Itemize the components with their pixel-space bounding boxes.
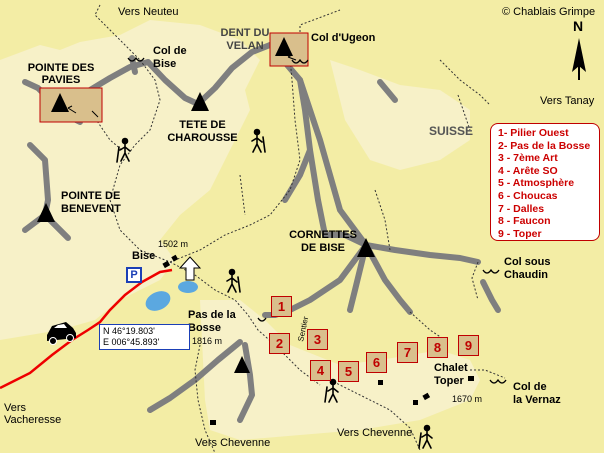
chalet-chevenne-icon [210,420,216,425]
place-bise: Bise [132,250,156,262]
col-vernaz-1: Col de [513,381,547,393]
legend-item: 7 - Dalles [498,202,545,215]
peak-benevent-2: BENEVENT [61,203,121,215]
summit-small-icon [234,356,250,373]
col-bise-1: Col de [153,45,187,57]
peak-velan-1: DENT DU [220,27,270,39]
route-9-marker: 9 [458,335,479,356]
legend-item: 6 - Choucas [498,189,558,202]
place-chalet-2: Toper [434,375,464,387]
route-2-marker: 2 [269,333,290,354]
legend-item: 3 - 7ème Art [498,152,558,165]
legend-item: 2- Pas de la Bosse [498,139,591,152]
trails [94,4,506,453]
legend-item: 1- Pilier Ouest [498,127,569,139]
road [0,268,173,390]
country-label: SUISSE [429,124,474,138]
route-5-marker: 5 [338,361,359,382]
route-6-marker: 6 [366,352,387,373]
hiker-icon [324,378,339,403]
peak-cornettes-1: CORNETTES [289,229,357,241]
place-bise-alt: 1502 m [158,239,189,249]
summit-pavies-icon [51,93,69,112]
peak-charousse-2: CHAROUSSE [167,132,238,144]
summit-markers [37,37,375,373]
summit-benevent-icon [37,203,55,222]
col-ugeon: Col d'Ugeon [311,32,376,44]
legend-item: 4 - Arête SO [498,164,558,177]
col-chaudin-2: Chaudin [504,269,548,281]
summit-velan-icon [275,37,293,56]
dir-neuteu: Vers Neuteu [118,6,179,18]
route-1-marker: 1 [271,296,292,317]
north-label: N [573,18,584,34]
hiker-icon [226,268,241,293]
peak-pavies-2: PAVIES [41,74,81,86]
car-icon [47,322,76,345]
chalet-toper2-icon [413,400,418,405]
pas-bosse-icon [257,317,267,322]
peak-charousse-1: TETE DE [179,119,226,131]
lake-small [178,281,198,293]
buildings [162,254,474,425]
dir-vacheresse-1: Vers [4,402,27,414]
col-ugeon-icon [291,58,309,64]
chalet-vernaz-icon [468,376,474,381]
place-chalet-1: Chalet [434,362,468,374]
route-legend: 1- Pilier Ouest 2- Pas de la Bosse 3 - 7… [490,123,600,241]
peak-benevent-1: POINTE DE [61,190,121,202]
col-markers [127,56,507,384]
pas-bosse-1: Pas de la [188,309,236,321]
parking-sign: P [126,267,142,283]
col-chaudin-1: Col sous [504,256,551,268]
peak-velan-2: VELAN [226,40,264,52]
gps-east: E 006°45.893' [103,337,160,347]
sector-pavies [39,87,103,123]
col-bise-icon [127,56,145,62]
hiker-icon [116,137,131,163]
col-vernaz-icon [489,378,507,384]
summit-charousse-icon [191,92,209,111]
legend-item: 5 - Atmosphère [498,177,575,190]
ridges [22,42,501,423]
hiker-icon [418,424,433,449]
chalet-route-icon [378,380,383,385]
col-vernaz-2: la Vernaz [513,394,561,406]
col-chaudin-icon [482,268,500,274]
pas-bosse-alt: 1816 m [192,336,223,346]
route-8-marker: 8 [427,337,448,358]
summit-cornettes-icon [357,238,375,257]
dir-vacheresse-2: Vacheresse [4,414,62,426]
pas-bosse-2: Bosse [188,322,222,334]
route-3-marker: 3 [307,329,328,350]
approach-arrows [67,54,297,118]
place-chalet-alt: 1670 m [452,394,483,404]
peak-pavies-1: POINTE DES [27,62,95,74]
approach-arrow-icon [178,256,202,281]
hikers [116,128,433,449]
chalet-toper-icon [422,392,431,401]
gps-north: N 46°19.803' [103,326,155,336]
lake-large [145,291,171,311]
gps-coordinates: N 46°19.803' E 006°45.893' [99,324,190,350]
legend-item: 8 - Faucon [498,215,551,228]
dir-tanay: Vers Tanay [540,95,595,107]
dir-chevenne-left: Vers Chevenne [195,437,271,449]
chalet-bise2-icon [171,254,179,262]
dir-chevenne-right: Vers Chevenne [337,427,413,439]
hiker-icon [251,128,266,153]
legend-item: 9 - Toper [498,227,542,240]
north-arrow-icon [572,38,586,80]
col-bise-2: Bise [153,58,177,70]
route-7-marker: 7 [397,342,418,363]
peak-cornettes-2: DE BISE [300,242,345,254]
chalet-bise-icon [162,260,171,269]
copyright: © Chablais Grimpe [502,6,596,18]
route-4-marker: 4 [310,360,331,381]
